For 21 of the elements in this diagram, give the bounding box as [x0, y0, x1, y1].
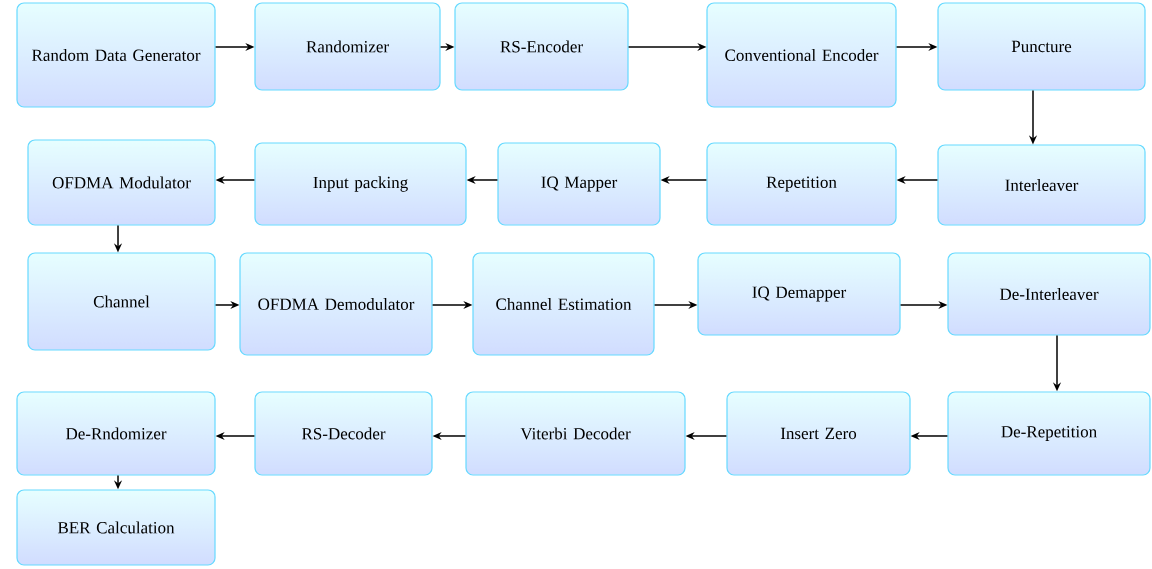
- process-box: RS-Decoder: [254, 391, 433, 476]
- process-box: Channel Estimation: [472, 252, 655, 356]
- process-box: RS-Encoder: [454, 2, 629, 91]
- process-box: Repetition: [706, 142, 897, 226]
- process-box: De-Repetition: [947, 391, 1151, 476]
- process-box: Puncture: [937, 2, 1146, 91]
- process-box: Conventional Encoder: [706, 2, 897, 108]
- process-box: OFDMA Demodulator: [239, 252, 433, 356]
- process-box: BER Calculation: [16, 489, 216, 566]
- process-box: OFDMA Modulator: [27, 139, 216, 226]
- process-box: Viterbi Decoder: [465, 391, 686, 476]
- process-box: IQ Demapper: [697, 252, 901, 336]
- process-box: IQ Mapper: [497, 142, 661, 226]
- process-box: Randomizer: [254, 2, 441, 91]
- process-box: Channel: [27, 252, 216, 351]
- process-box: De-Interleaver: [947, 252, 1151, 336]
- process-box: Random Data Generator: [16, 2, 216, 108]
- process-box: Insert Zero: [726, 391, 911, 476]
- process-box: De-Rndomizer: [16, 391, 216, 476]
- process-box: Interleaver: [937, 144, 1146, 226]
- process-box: Input packing: [254, 142, 467, 226]
